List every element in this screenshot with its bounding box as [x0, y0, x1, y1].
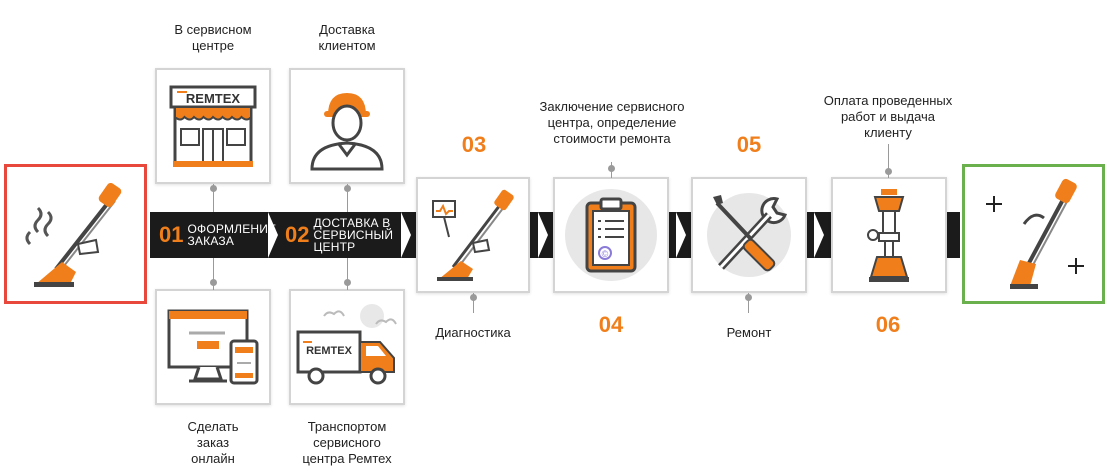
- screwdriver-wrench-icon: [707, 193, 791, 277]
- step-02: 02 ДОСТАВКА В СЕРВИСНЫЙ ЦЕНТР: [285, 214, 393, 256]
- connector-dot: [210, 279, 217, 286]
- connector-line: [347, 184, 348, 212]
- broken-trimmer-icon: [25, 182, 121, 287]
- online-order-card: [155, 289, 271, 405]
- step-06-number: 06: [875, 312, 901, 337]
- service-center-card: REMTEX: [155, 68, 271, 184]
- band-chevron: [401, 212, 411, 258]
- trimmer-diagnostics-icon: [432, 189, 514, 281]
- step-title: ДОСТАВКА В СЕРВИСНЫЙ ЦЕНТР: [313, 216, 394, 254]
- connector-line: [473, 293, 474, 313]
- step-number: 01: [159, 222, 184, 247]
- end-card: [962, 164, 1105, 304]
- transport-label: Транспортом сервисного центра Ремтех: [302, 419, 392, 466]
- step-01: 01 ОФОРМЛЕНИЕ ЗАКАЗА: [159, 214, 276, 256]
- step-number: 02: [285, 222, 310, 247]
- band-chevron: [268, 212, 278, 258]
- remtex-store-icon: REMTEX: [169, 85, 257, 167]
- step-title: ОФОРМЛЕНИЕ ЗАКАЗА: [187, 222, 277, 248]
- connector-dot: [745, 294, 752, 301]
- conclusion-label: Заключение сервисного центра, определени…: [539, 99, 685, 146]
- band-chevron: [676, 212, 686, 258]
- clipboard-report-icon: ©: [565, 189, 657, 281]
- connector-dot: [344, 185, 351, 192]
- connector-line: [347, 258, 348, 290]
- online-order-label: Сделать заказ онлайн: [187, 419, 239, 466]
- connector-line: [213, 184, 214, 212]
- svg-text:©: ©: [602, 249, 609, 259]
- connector-dot: [344, 279, 351, 286]
- connector-dot: [210, 185, 217, 192]
- repair-label: Ремонт: [726, 325, 772, 340]
- start-card: [4, 164, 147, 304]
- fixed-trimmer-icon: [985, 178, 1084, 289]
- diagnostics-label: Диагностика: [435, 325, 511, 340]
- store-logo-text: REMTEX: [186, 91, 241, 106]
- step-03-number: 03: [461, 132, 487, 157]
- repaired-part-icon: [867, 189, 909, 282]
- delivery-label: Доставка клиентом: [318, 22, 376, 53]
- online-order-computer-icon: [167, 309, 259, 385]
- band-chevron: [538, 212, 548, 258]
- payment-label: Оплата проведенных работ и выдача клиент…: [823, 93, 953, 140]
- delivery-person-icon: [310, 93, 384, 171]
- band-chevron: [814, 212, 824, 258]
- service-center-label: В сервисном центре: [174, 22, 252, 53]
- transport-card: REMTEX: [289, 289, 405, 405]
- remtex-truck-icon: REMTEX: [296, 304, 397, 385]
- delivery-card: [289, 68, 405, 184]
- connector-dot: [470, 294, 477, 301]
- conclusion-card: ©: [553, 177, 669, 293]
- diagnostics-card: [416, 177, 530, 293]
- truck-logo-text: REMTEX: [306, 345, 353, 357]
- repair-card: [691, 177, 807, 293]
- connector-line: [748, 293, 749, 313]
- connector-line: [888, 144, 889, 178]
- step-04-number: 04: [598, 312, 624, 337]
- payment-card: [831, 177, 947, 293]
- connector-dot: [608, 165, 615, 172]
- step-05-number: 05: [736, 132, 762, 157]
- connector-line: [213, 258, 214, 290]
- connector-dot: [885, 168, 892, 175]
